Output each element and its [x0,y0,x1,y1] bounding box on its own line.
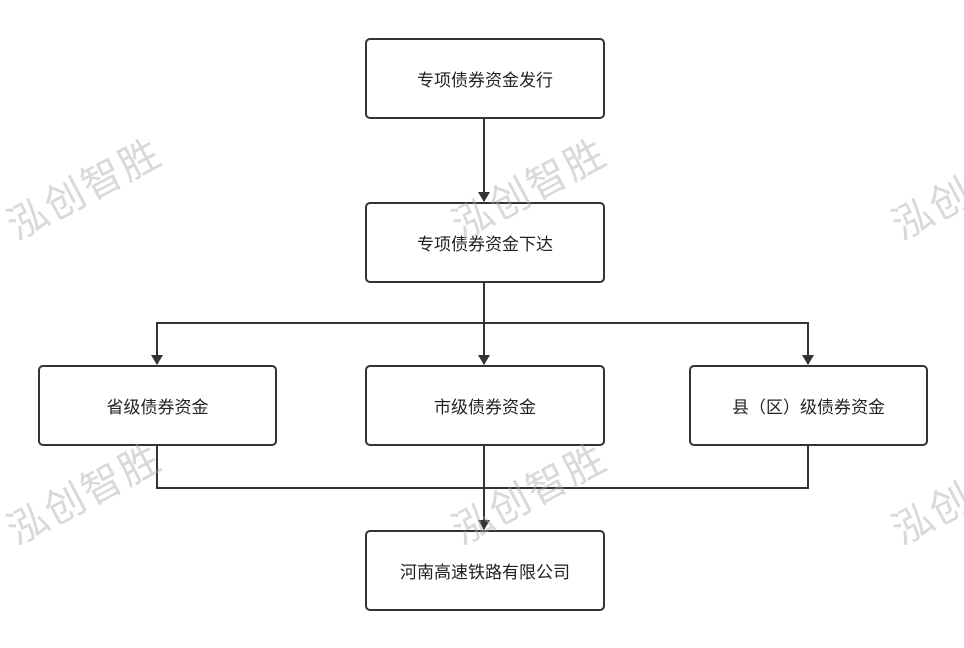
node-label: 河南高速铁路有限公司 [400,563,570,583]
node-county: 县（区）级债券资金 [689,365,928,446]
node-bond-allocate: 专项债券资金下达 [365,202,605,283]
node-company: 河南高速铁路有限公司 [365,530,605,611]
node-bond-issue: 专项债券资金发行 [365,38,605,119]
line-merge [156,445,809,489]
node-label: 专项债券资金发行 [417,71,553,91]
node-label: 县（区）级债券资金 [732,398,885,418]
node-label: 省级债券资金 [106,398,209,418]
node-label: 专项债券资金下达 [417,235,553,255]
arrow-to-county [484,322,814,365]
node-province: 省级债券资金 [38,365,277,446]
node-city: 市级债券资金 [365,365,605,446]
node-label: 市级债券资金 [434,398,536,418]
arrow-to-province [151,322,484,365]
